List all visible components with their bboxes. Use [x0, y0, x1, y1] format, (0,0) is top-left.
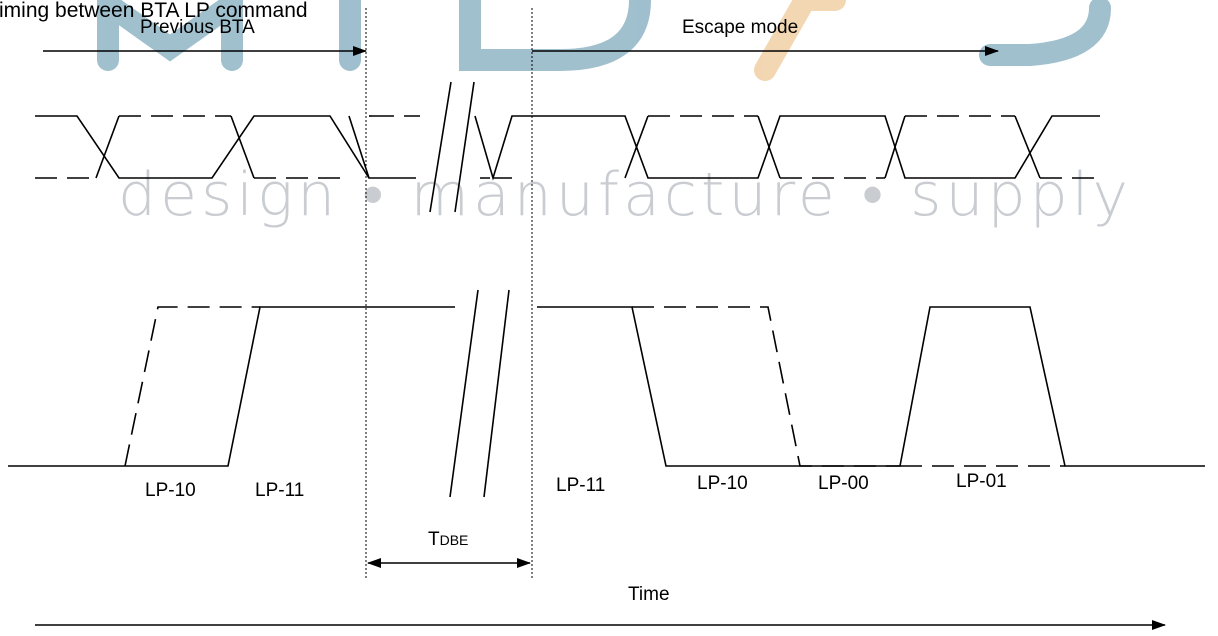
watermark-letter-m	[97, 0, 243, 71]
state-label-lp-10-b: LP-10	[697, 473, 748, 494]
upper-waveform	[35, 115, 1100, 181]
state-label-lp-01: LP-01	[956, 471, 1007, 492]
watermark-letter-s	[979, 0, 1111, 66]
watermark-letter-d	[459, 0, 651, 71]
tdbe-label-subscript: DBE	[440, 532, 469, 548]
break-marks	[429, 81, 510, 498]
watermark-logo	[97, 0, 1111, 81]
watermark-tagline: design • manufacture • supply	[118, 160, 1128, 230]
diagram-caption: iming between BTA LP command	[0, 0, 308, 22]
escape-mode-label: Escape mode	[682, 17, 798, 38]
time-label: Time	[628, 584, 670, 605]
state-label-lp-11-b: LP-11	[556, 475, 605, 496]
lower-waveform	[8, 306, 1205, 467]
previous-bta-label: Previous BTA	[140, 17, 255, 38]
tdbe-label: TDBE	[428, 529, 468, 550]
state-label-lp-11-a: LP-11	[255, 480, 304, 501]
watermark-letter-a	[754, 0, 846, 81]
state-label-lp-00: LP-00	[818, 473, 869, 494]
state-label-lp-10-a: LP-10	[145, 480, 196, 501]
tdbe-label-main: T	[428, 529, 440, 550]
